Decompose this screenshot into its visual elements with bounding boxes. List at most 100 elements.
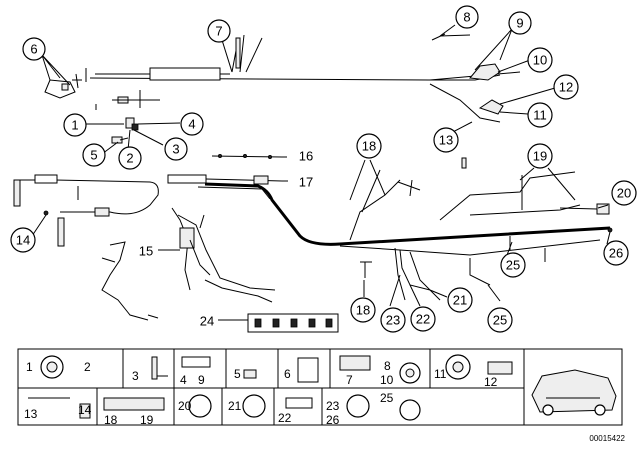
callout-2: 2	[118, 146, 142, 170]
callout-circle	[527, 102, 553, 128]
legend-number: 19	[140, 413, 154, 427]
legend-number: 23	[326, 399, 340, 413]
main-harness	[13, 33, 613, 333]
legend-number: 7	[346, 373, 353, 387]
callout-number: 15	[139, 244, 153, 259]
callout-circle	[380, 307, 406, 333]
legend-part-3	[151, 356, 158, 380]
callout-circle	[10, 227, 36, 253]
callout-circle	[447, 287, 473, 313]
callout-number: 8	[463, 10, 470, 25]
legend-frame	[17, 348, 623, 426]
callout-number: 18	[362, 139, 376, 154]
callout-7: 7	[207, 19, 231, 43]
callout-circle	[433, 127, 459, 153]
legend-part-7-8-10	[339, 355, 371, 371]
legend-number: 26	[326, 413, 340, 427]
callout-circle	[164, 137, 188, 161]
document-id: 00015422	[589, 434, 625, 443]
callout-4: 4	[180, 112, 204, 136]
callout-21: 21	[447, 287, 473, 313]
legend-number: 6	[284, 367, 291, 381]
legend-number: 3	[132, 369, 139, 383]
callout-number: 11	[533, 108, 547, 123]
callout-circle	[527, 143, 553, 169]
legend-number: 9	[198, 373, 205, 387]
legend-number: 5	[234, 367, 241, 381]
connector-8-shape	[431, 33, 471, 41]
callout-number: 4	[188, 117, 195, 132]
legend-number: 8	[384, 359, 391, 373]
legend-number: 4	[180, 373, 187, 387]
callout-circle	[180, 112, 204, 136]
callout-circle	[63, 113, 87, 137]
central-harness-line	[204, 182, 611, 246]
callout-number: 17	[299, 175, 313, 190]
callout-5: 5	[82, 143, 106, 167]
legend-number: 21	[228, 399, 242, 413]
legend-number: 11	[434, 367, 447, 381]
leader-lines	[31, 24, 611, 321]
legend-part-22	[285, 397, 313, 409]
callout-6: 6	[22, 37, 46, 61]
callout-18: 18	[356, 133, 382, 159]
callout-10: 10	[527, 47, 553, 73]
legend-part-6	[297, 357, 319, 383]
callout-circle	[356, 133, 382, 159]
callout-number: 25	[506, 258, 520, 273]
callout-circle	[508, 11, 532, 35]
callout-number: 19	[533, 149, 547, 164]
branch-21	[399, 249, 431, 291]
branch-19	[439, 171, 576, 221]
branch-to-13	[429, 83, 501, 123]
callout-number: 7	[215, 24, 222, 39]
callout-circle	[82, 143, 106, 167]
legend-number: 10	[380, 373, 394, 387]
callout-25: 25	[487, 307, 513, 333]
callout-15: 15	[139, 244, 153, 259]
callout-number: 24	[200, 314, 214, 329]
callout-20: 20	[611, 180, 637, 206]
callout-19: 19	[527, 143, 553, 169]
callout-11: 11	[527, 102, 553, 128]
callout-number: 18	[356, 303, 370, 318]
callout-12: 12	[553, 74, 579, 100]
legend-part-23-26-25	[346, 394, 370, 418]
part-6-shape	[44, 68, 87, 99]
connector-10-shape	[469, 63, 501, 81]
legend-part-18-19	[103, 397, 165, 411]
callout-circle	[410, 306, 436, 332]
part-24-shape	[218, 313, 339, 333]
legend-number: 22	[278, 411, 292, 425]
legend-part-21	[242, 394, 266, 418]
bracket-15-assembly	[101, 207, 276, 321]
callout-number: 20	[617, 186, 631, 201]
callout-circle	[603, 240, 629, 266]
callout-circle	[487, 307, 513, 333]
callout-circle	[118, 146, 142, 170]
harness-sleeve	[149, 67, 221, 81]
callout-3: 3	[164, 137, 188, 161]
legend-number: 18	[104, 413, 118, 427]
callout-number: 6	[30, 42, 37, 57]
callout-13: 13	[433, 127, 459, 153]
legend-number: 20	[178, 399, 192, 413]
legend-part-4-9	[181, 356, 211, 368]
callout-circle	[500, 252, 526, 278]
legend-number: 1	[26, 360, 33, 374]
part-17-sleeve	[167, 174, 207, 184]
callout-number: 14	[16, 233, 30, 248]
callout-number: 21	[453, 293, 467, 308]
callout-circle	[207, 19, 231, 43]
callout-number: 3	[172, 142, 179, 157]
callout-26: 26	[603, 240, 629, 266]
callout-circle	[611, 180, 637, 206]
small-parts-group	[95, 90, 160, 144]
callout-25: 25	[500, 252, 526, 278]
legend-part-20	[188, 394, 212, 418]
callout-16: 16	[299, 149, 313, 164]
callout-9: 9	[508, 11, 532, 35]
